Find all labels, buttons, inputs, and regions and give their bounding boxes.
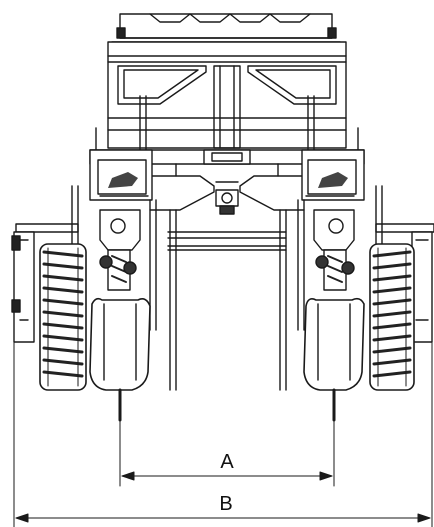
left-side-frame — [11, 223, 79, 343]
right-side-frame — [375, 223, 434, 343]
cab-body — [95, 41, 359, 159]
right-window — [247, 65, 337, 105]
dimension-a-left-arrow — [121, 471, 135, 481]
dimension-a-label: A — [220, 451, 234, 473]
left-wheel — [39, 243, 87, 391]
dimension-b-label: B — [219, 493, 232, 515]
cab-top — [111, 13, 341, 43]
right-planting-unit — [303, 209, 365, 422]
left-window — [117, 65, 207, 105]
main-cross-frame — [89, 149, 365, 251]
dimension-a — [119, 419, 335, 487]
central-gearbox — [215, 181, 239, 215]
left-planting-unit — [89, 209, 151, 422]
left-hopper-box — [89, 149, 153, 201]
right-hopper-box — [301, 149, 365, 201]
dimension-a-right-arrow — [319, 471, 333, 481]
dimension-b-left-arrow — [15, 513, 29, 523]
dimension-b-right-arrow — [417, 513, 431, 523]
dimension-b — [13, 341, 433, 527]
right-wheel — [369, 243, 415, 391]
